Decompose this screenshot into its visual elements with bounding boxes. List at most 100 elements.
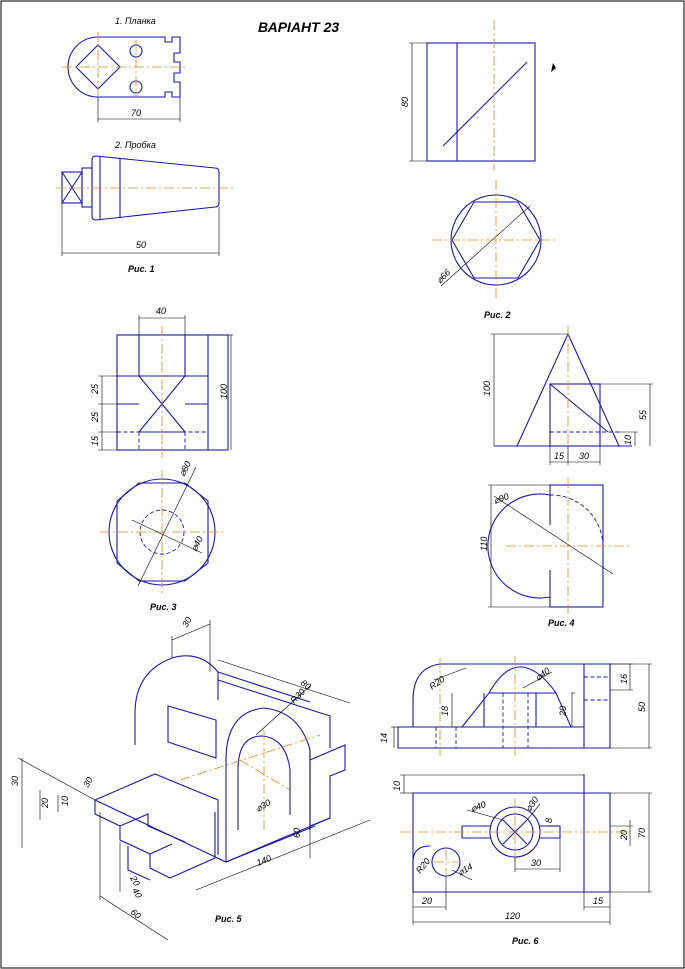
fig5-dim-60-right: 60 bbox=[292, 828, 302, 838]
fig1-part2-label: 2. Пробка bbox=[114, 140, 156, 150]
arrow-marker bbox=[551, 63, 556, 72]
bracket-rounded-corner bbox=[412, 845, 431, 892]
fig1-dim-70: 70 bbox=[131, 108, 141, 118]
fig6-dim-d30: ⌀30 bbox=[523, 795, 540, 813]
fig1-caption: Рис. 1 bbox=[128, 264, 155, 274]
prism-front-view bbox=[426, 42, 536, 162]
dim-leader bbox=[526, 803, 541, 821]
fig3-dim-d80: ⌀80 bbox=[177, 460, 193, 478]
cone-cut-edge bbox=[549, 383, 609, 433]
iso-slot bbox=[127, 843, 173, 881]
block-top-octagon bbox=[116, 482, 209, 582]
planka-outline bbox=[67, 36, 181, 98]
fig6-dim-14: 14 bbox=[379, 733, 389, 743]
dim-ext bbox=[17, 757, 96, 801]
fig3-dim-25b: 25 bbox=[90, 411, 100, 423]
fig6-dim-20-bottom: 20 bbox=[421, 896, 432, 906]
dim-leader bbox=[440, 205, 531, 287]
bracket-boss bbox=[461, 666, 572, 728]
fig4-dim-d90: ⌀90 bbox=[492, 491, 510, 506]
fig2-dim-diam: ⌀66 bbox=[434, 267, 452, 285]
fig1-part1-label: 1. Планка bbox=[115, 16, 156, 26]
dim-line bbox=[99, 895, 169, 941]
dim-leader bbox=[466, 809, 504, 821]
cone-cutout bbox=[549, 383, 601, 447]
fig5-dim-30-top: 30 bbox=[180, 615, 194, 629]
fig3-caption: Рис. 3 bbox=[150, 602, 177, 612]
fig4-dim-100: 100 bbox=[482, 381, 492, 396]
fig6-dim-8: 8 bbox=[544, 818, 554, 823]
variant-title: ВАРІАНТ 23 bbox=[258, 19, 339, 35]
dim-leader bbox=[451, 869, 473, 881]
probka-body bbox=[91, 155, 220, 221]
dim-leader bbox=[493, 495, 614, 575]
fig4-dim-10: 10 bbox=[623, 435, 633, 445]
fig6-dim-50: 50 bbox=[637, 702, 647, 712]
fig1-group: 1. Планка 70 2. Пробка 50 Рис. 1 bbox=[56, 16, 236, 274]
dim-leader bbox=[255, 685, 311, 736]
fig6-dim-16: 16 bbox=[619, 674, 629, 684]
fig5-dim-40: 40 bbox=[130, 886, 144, 900]
fig5-dim-20: 20 bbox=[40, 798, 50, 809]
iso-right-flange bbox=[309, 744, 346, 827]
fig6-dim-70: 70 bbox=[637, 828, 647, 838]
fig1-dim-50: 50 bbox=[136, 240, 146, 250]
fig6-caption: Рис. 6 bbox=[512, 936, 540, 946]
fig5-caption: Рис. 5 bbox=[215, 914, 243, 924]
probka-square-cross bbox=[61, 171, 83, 204]
fig5-dim-30-left: 30 bbox=[10, 776, 20, 786]
fig5-dim-140: 140 bbox=[255, 853, 273, 868]
iso-front-face bbox=[225, 707, 311, 862]
dim-leader bbox=[131, 519, 203, 554]
fig4-group: 100 55 10 15 30 ⌀90 110 Рис. 4 bbox=[479, 326, 653, 628]
fig5-dim-d30: ⌀30 bbox=[254, 797, 272, 813]
bracket-plan bbox=[412, 792, 611, 893]
iso-base bbox=[94, 773, 331, 863]
fig3-dim-100: 100 bbox=[219, 384, 229, 399]
fig2-dim-80: 80 bbox=[400, 97, 410, 107]
dim-line bbox=[217, 659, 351, 704]
fig5-dim-20-b: 20 bbox=[128, 873, 142, 888]
cone-top-circle bbox=[487, 493, 551, 599]
fig6-dim-18: 18 bbox=[440, 706, 450, 716]
iso-axis-a bbox=[239, 759, 291, 791]
fig6-dim-20-right: 20 bbox=[619, 830, 629, 841]
dim-line bbox=[171, 623, 211, 641]
fig6-dim-15: 15 bbox=[593, 896, 604, 906]
cone-top-cutout bbox=[549, 484, 604, 608]
fig4-dim-110: 110 bbox=[479, 537, 489, 551]
fig2-caption: Рис. 2 bbox=[484, 310, 511, 320]
fig4-dim-55: 55 bbox=[638, 409, 648, 420]
bracket-front bbox=[397, 663, 611, 749]
dim-leader bbox=[137, 466, 197, 587]
fig4-dim-30: 30 bbox=[579, 451, 589, 461]
fig6-dim-d40-top: ⌀40 bbox=[533, 666, 551, 683]
fig6-dim-20-mid: 20 bbox=[558, 706, 568, 717]
iso-axis-c bbox=[179, 734, 321, 781]
dim-leader bbox=[433, 667, 467, 681]
cone-top-hidden-arc bbox=[549, 494, 604, 547]
probka-collar bbox=[81, 167, 93, 208]
iso-hole bbox=[237, 735, 291, 830]
fig4-dim-15: 15 bbox=[554, 451, 565, 461]
iso-inner-window bbox=[167, 705, 217, 759]
fig5-dim-80: 80 bbox=[299, 678, 313, 692]
fig6-dim-r20-bottom: R20 bbox=[414, 856, 432, 875]
fig6-dim-d40-plan: ⌀40 bbox=[469, 799, 487, 814]
dim-leader bbox=[522, 671, 553, 689]
iso-edge bbox=[225, 825, 316, 863]
fig6-group: R20 ⌀40 16 50 18 20 14 10 ⌀40 bbox=[379, 656, 652, 946]
fig3-dim-15: 15 bbox=[90, 435, 100, 446]
iso-left-steps bbox=[94, 800, 216, 879]
fig6-dim-30: 30 bbox=[531, 858, 541, 868]
iso-arch-right bbox=[217, 671, 331, 748]
fig5-dim-60-bottom: 60 bbox=[129, 907, 143, 921]
fig3-dim-d40: ⌀40 bbox=[189, 535, 205, 553]
fig2-group: 80 ⌀66 Рис. 2 bbox=[400, 20, 556, 320]
iso-arch-left bbox=[134, 655, 219, 745]
fig3-dim-25a: 25 bbox=[90, 383, 100, 395]
fig6-dim-10: 10 bbox=[392, 781, 402, 791]
fig5-group: 30 80 R30 ⌀30 60 140 30 20 10 30 20 40 6… bbox=[10, 615, 371, 941]
